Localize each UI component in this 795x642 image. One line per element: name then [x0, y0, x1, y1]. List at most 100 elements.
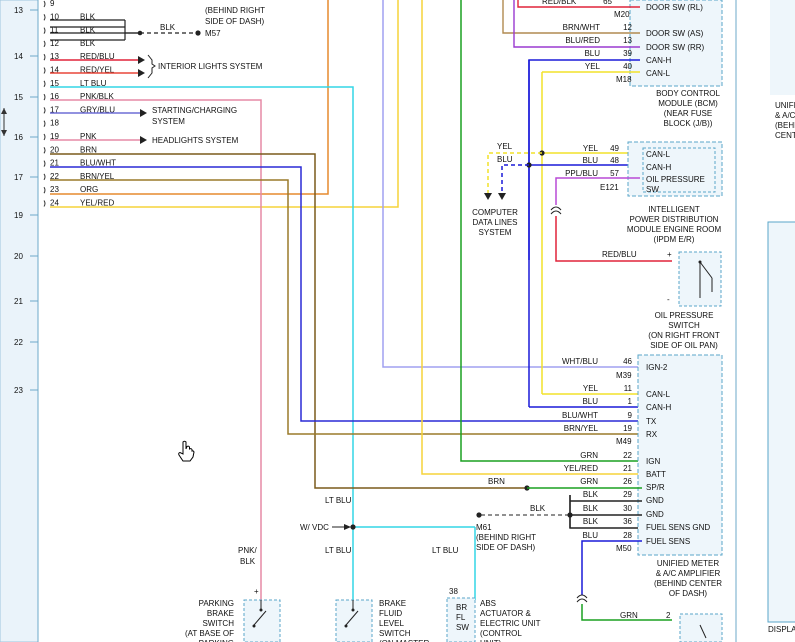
- abs-caption-line: UNIT): [480, 639, 502, 642]
- pin-terminal: [43, 133, 46, 141]
- ruler-number: 20: [14, 252, 23, 261]
- ipdm-pin-label: CAN-L: [646, 150, 671, 159]
- ruler-number: 19: [14, 211, 23, 220]
- oil-caption-line: OIL PRESSURE: [655, 311, 714, 320]
- meter-pin-label: BATT: [646, 470, 666, 479]
- pin-number: 21: [50, 159, 59, 168]
- oil-plus: +: [667, 250, 672, 259]
- meter-pin-label: IGN: [646, 457, 660, 466]
- pin-number: 13: [50, 52, 59, 61]
- parking-brake-line: BRAKE: [207, 609, 234, 618]
- brake-fluid-line: BRAKE: [379, 599, 406, 608]
- meter-pin-number: 22: [623, 451, 632, 460]
- bcm-pin-label: DOOR SW (AS): [646, 29, 704, 38]
- meter-wire-color: BRN/YEL: [564, 424, 599, 433]
- meter-wire-color: YEL: [583, 384, 599, 393]
- meter-wire-color: GRN: [580, 477, 598, 486]
- lt-blu-label-3: LT BLU: [432, 546, 459, 555]
- ruler-number: 21: [14, 297, 23, 306]
- abs-box-line: FL: [456, 613, 466, 622]
- right-edge-line: (BEHI: [775, 121, 795, 130]
- right-edge-line: UNIFI: [775, 101, 795, 110]
- ruler-number: 22: [14, 338, 23, 347]
- pin-terminal: [43, 186, 46, 194]
- blk-ground-wires: BLK (BEHIND RIGHT SIDE OF DASH) M57: [50, 6, 265, 41]
- pin-number: 16: [50, 92, 59, 101]
- ruler-number: 14: [14, 52, 23, 61]
- abs-pin: 38: [449, 587, 458, 596]
- meter-wire-color: BLK: [583, 490, 599, 499]
- pin-number: 9: [50, 0, 55, 8]
- pin-2-label: 2: [666, 611, 671, 620]
- pin-number: 22: [50, 172, 59, 181]
- parking-brake-line: PARKING: [199, 639, 234, 642]
- ipdm-wire-color: YEL: [583, 144, 599, 153]
- m57-connector-label: M57: [205, 29, 221, 38]
- blk-splice-label: BLK: [160, 23, 176, 32]
- pin-number: 20: [50, 145, 59, 154]
- fuel-sender-unit: 2 GRN: [620, 611, 723, 642]
- starting-label-2: SYSTEM: [152, 117, 185, 126]
- yel-splice-label: YEL: [497, 142, 513, 151]
- m57-location-line1: (BEHIND RIGHT: [205, 6, 265, 15]
- pin-terminal: [43, 173, 46, 181]
- w-vdc-label: W/ VDC: [300, 523, 329, 532]
- pin-wire-color: BLK: [80, 26, 96, 35]
- bcm-caption-line: BODY CONTROL: [656, 89, 720, 98]
- pin-number: 10: [50, 12, 59, 21]
- pin-wire-color: BRN: [80, 145, 97, 154]
- bcm-caption-line: BLOCK (J/B)): [664, 119, 713, 128]
- ipdm-pin-number: 57: [610, 169, 619, 178]
- pin-number: 14: [50, 66, 59, 75]
- ipdm-e121: E121: [600, 183, 619, 192]
- oil-caption-line: SIDE OF OIL PAN): [650, 341, 718, 350]
- computer-data-line: DATA LINES: [472, 218, 517, 227]
- meter-pin-label: CAN-L: [646, 390, 671, 399]
- pin-terminal: [43, 14, 46, 21]
- interior-lights-wires: INTERIOR LIGHTS SYSTEM: [50, 54, 263, 79]
- bcm-wire-color: BLU: [584, 49, 600, 58]
- brake-fluid-line: FLUID: [379, 609, 402, 618]
- meter-pin-label: FUEL SENS: [646, 537, 690, 546]
- pin-terminal: [43, 107, 46, 114]
- pin-terminal: [43, 0, 46, 8]
- meter-pin-label: IGN-2: [646, 363, 668, 372]
- bcm-wire-color: YEL: [585, 62, 601, 71]
- display-label: DISPLA: [768, 625, 795, 634]
- meter-pin-number: 19: [623, 424, 632, 433]
- hand-cursor-icon: [178, 440, 195, 462]
- bcm-caption-line: (NEAR FUSE: [664, 109, 712, 118]
- blu-splice-label: BLU: [497, 155, 513, 164]
- meter-caption-line: OF DASH): [669, 589, 708, 598]
- pin-terminal: [43, 40, 46, 48]
- pin-wire-color: LT BLU: [80, 79, 107, 88]
- bcm-pin-number: 13: [623, 36, 632, 45]
- grn-bottom-label: GRN: [620, 611, 638, 620]
- meter-wire-color: BLU/WHT: [562, 411, 598, 420]
- plus-sign: +: [254, 587, 259, 596]
- pin-wire-color: RED/YEL: [80, 66, 115, 75]
- pin-wire-color: GRY/BLU: [80, 105, 115, 114]
- meter-pin-label: SP/R: [646, 483, 665, 492]
- pin-number: 11: [50, 26, 59, 35]
- meter-pin-number: 28: [623, 531, 632, 540]
- pin-wire-color: BRN/YEL: [80, 172, 115, 181]
- meter-pin-number: 21: [623, 464, 632, 473]
- pin-wire-color: BLU/WHT: [80, 159, 116, 168]
- ipdm-caption-line: INTELLIGENT: [648, 205, 700, 214]
- right-edge-line: CENT: [775, 131, 795, 140]
- pin-terminal: [43, 120, 46, 127]
- bcm-wire-color: BRN/WHT: [563, 23, 600, 32]
- ipdm-caption-line: POWER DISTRIBUTION: [630, 215, 719, 224]
- meter-pin-label: GND: [646, 510, 664, 519]
- pin-terminal: [43, 67, 46, 74]
